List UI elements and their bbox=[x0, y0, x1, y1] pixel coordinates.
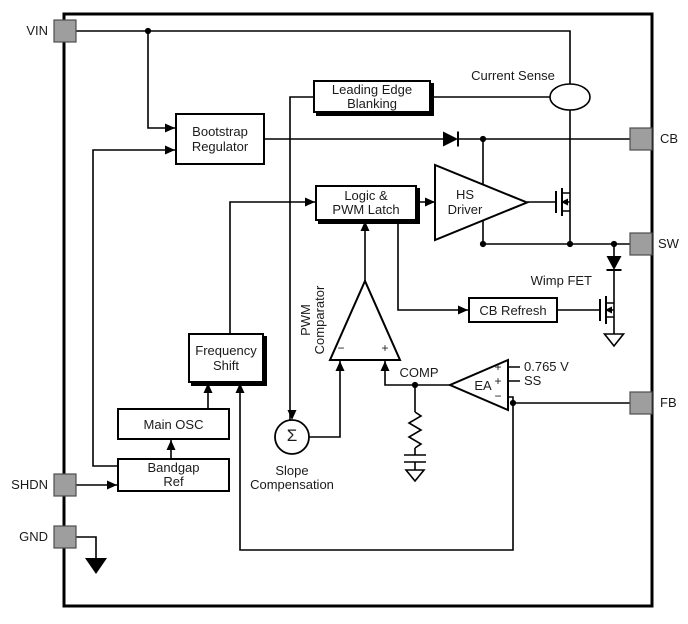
pin-pads bbox=[53, 19, 653, 549]
hs-driver-triangle bbox=[434, 163, 530, 242]
cb-diode-icon bbox=[443, 131, 459, 147]
pwm-comparator-label: PWM Comparator bbox=[298, 285, 327, 355]
current-sense-label: Current Sense bbox=[471, 68, 555, 83]
sigma-label: Σ bbox=[286, 426, 298, 445]
pwm-comparator-plus-sign: + bbox=[381, 341, 389, 355]
wimp-fet-icon bbox=[599, 296, 614, 324]
pin-cb-pad bbox=[629, 127, 653, 151]
leading-edge-blanking-block: Leading Edge Blanking bbox=[313, 80, 431, 113]
wimp-fet-label: Wimp FET bbox=[530, 273, 592, 288]
pin-label-fb: FB bbox=[660, 395, 677, 410]
pin-label-vin: VIN bbox=[26, 23, 48, 38]
hs-driver-label: HS Driver bbox=[447, 187, 483, 217]
outer-border bbox=[62, 12, 654, 608]
error-amp-label: EA bbox=[474, 378, 492, 393]
pin-shdn-pad bbox=[53, 473, 77, 497]
freewheel-diode-icon bbox=[606, 256, 622, 271]
cb-refresh-label: CB Refresh bbox=[479, 302, 547, 318]
bandgap-ref-label: Bandgap bbox=[147, 460, 200, 475]
bootstrap-regulator-block: Bootstrap Regulator bbox=[175, 113, 265, 165]
ea-plus-ss-sign: + bbox=[494, 374, 502, 388]
comp-net-label: COMP bbox=[399, 365, 439, 380]
cb-refresh-block: CB Refresh bbox=[468, 297, 558, 323]
hs-fet-icon bbox=[555, 188, 570, 216]
ss-label: SS bbox=[524, 373, 542, 388]
wimp-ground-icon bbox=[602, 333, 626, 348]
arrowheads bbox=[107, 123, 468, 490]
pin-label-sw: SW bbox=[658, 236, 679, 251]
logic-pwm-latch-label: Logic & bbox=[344, 188, 388, 203]
current-sense-icon bbox=[549, 83, 591, 111]
bootstrap-regulator-label: Bootstrap bbox=[192, 124, 248, 139]
main-osc-label: Main OSC bbox=[143, 416, 204, 432]
leading-edge-blanking-label: Leading Edge bbox=[331, 81, 413, 97]
vref-label: 0.765 V bbox=[524, 359, 569, 374]
bandgap-ref-block: Bandgap Ref bbox=[117, 458, 230, 492]
pin-vin-pad bbox=[53, 19, 77, 43]
comp-ground-icon bbox=[404, 469, 426, 483]
logic-pwm-latch-block: Logic & PWM Latch bbox=[315, 185, 417, 221]
pwm-comparator-triangle bbox=[328, 278, 402, 361]
frequency-shift-label: Frequency bbox=[195, 343, 257, 358]
resistor-icon bbox=[407, 411, 423, 449]
frequency-shift-block: Frequency Shift bbox=[188, 333, 264, 383]
pin-label-shdn: SHDN bbox=[11, 477, 48, 492]
pin-label-gnd: GND bbox=[19, 529, 48, 544]
pin-label-cb: CB bbox=[660, 131, 679, 146]
ea-plus-ref-sign: + bbox=[494, 360, 502, 374]
ea-minus-fb-sign: − bbox=[494, 389, 502, 403]
pwm-comparator-minus-sign: − bbox=[337, 341, 345, 355]
gnd-ground-icon bbox=[85, 558, 107, 574]
error-amp-triangle bbox=[447, 358, 509, 412]
wires bbox=[76, 30, 630, 558]
slope-compensation-label: Slope Compensation bbox=[250, 463, 334, 492]
main-osc-block: Main OSC bbox=[117, 408, 230, 440]
pin-gnd-pad bbox=[53, 525, 77, 549]
pin-fb-pad bbox=[629, 391, 653, 415]
pin-sw-pad bbox=[629, 232, 653, 256]
junction-dots bbox=[144, 27, 618, 407]
